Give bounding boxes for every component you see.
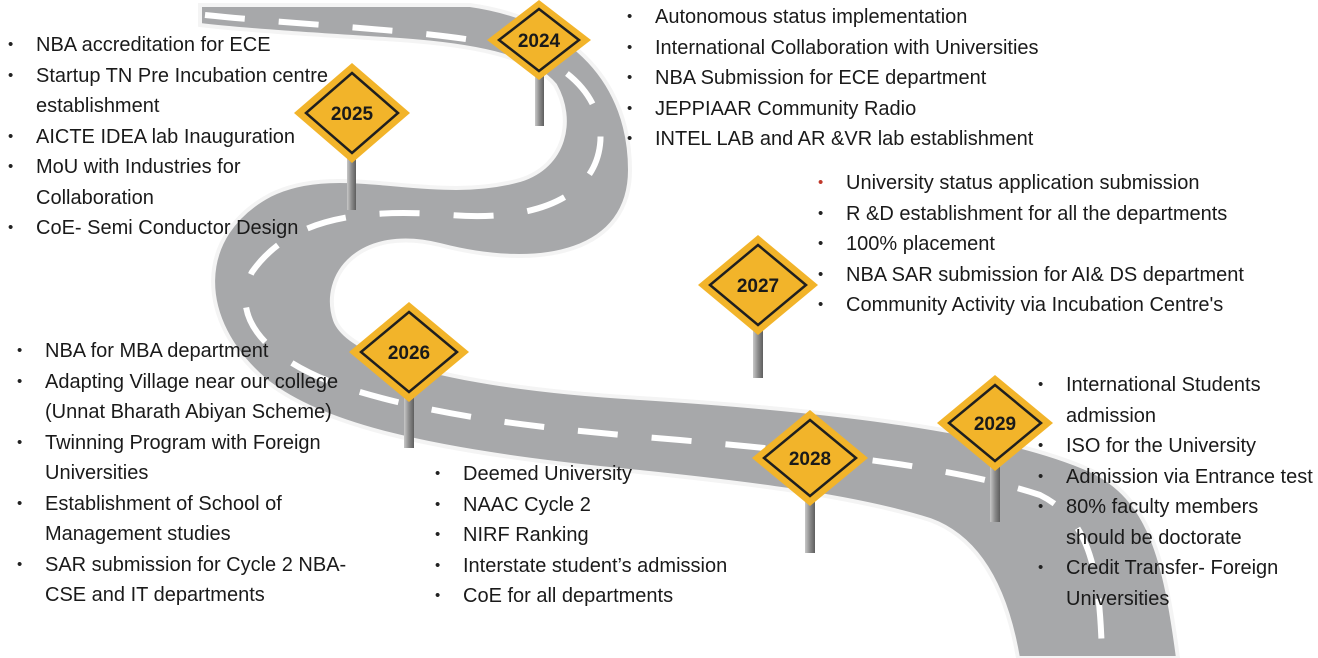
list-item: MoU with Industries for Collaboration bbox=[8, 152, 338, 213]
list-item: University status application submission bbox=[818, 168, 1318, 199]
list-item: Deemed University bbox=[435, 459, 735, 490]
sign-post-2025 bbox=[347, 145, 356, 210]
milestone-list-2028: Deemed University NAAC Cycle 2 NIRF Rank… bbox=[435, 459, 735, 612]
list-item: Establishment of School of Management st… bbox=[17, 489, 387, 550]
milestone-list-2026: NBA for MBA department Adapting Village … bbox=[17, 336, 387, 611]
milestone-list-2025: NBA accreditation for ECE Startup TN Pre… bbox=[8, 30, 338, 244]
list-item: Interstate student’s admission bbox=[435, 551, 735, 582]
year-label-2025: 2025 bbox=[331, 104, 374, 125]
list-item: NBA accreditation for ECE bbox=[8, 30, 338, 61]
sign-post-2028 bbox=[805, 495, 815, 553]
year-sign-2028: 2028 bbox=[752, 410, 868, 506]
list-item: NBA SAR submission for AI& DS department bbox=[818, 260, 1318, 291]
list-item: 100% placement bbox=[818, 229, 1318, 260]
year-label-2028: 2028 bbox=[789, 449, 831, 470]
list-item: International Students admission bbox=[1038, 370, 1313, 431]
list-item: CoE- Semi Conductor Design bbox=[8, 213, 338, 244]
list-item: Community Activity via Incubation Centre… bbox=[818, 290, 1318, 321]
year-label-2029: 2029 bbox=[974, 414, 1016, 435]
list-item: INTEL LAB and AR &VR lab establishment bbox=[627, 124, 1147, 155]
list-item: Credit Transfer- Foreign Universities bbox=[1038, 553, 1313, 614]
list-item: NBA for MBA department bbox=[17, 336, 387, 367]
sign-post-2026 bbox=[404, 388, 414, 448]
sign-post-2029 bbox=[990, 460, 1000, 522]
list-item: 80% faculty members should be doctorate bbox=[1038, 492, 1313, 553]
year-sign-2024: 2024 bbox=[487, 0, 591, 80]
milestone-list-2029: International Students admission ISO for… bbox=[1038, 370, 1313, 614]
list-item: ISO for the University bbox=[1038, 431, 1313, 462]
milestone-list-2024: Autonomous status implementation Interna… bbox=[627, 2, 1147, 155]
sign-post-2027 bbox=[753, 318, 763, 378]
list-item: Admission via Entrance test bbox=[1038, 462, 1313, 493]
list-item: Adapting Village near our college (Unnat… bbox=[17, 367, 387, 428]
list-item: R &D establishment for all the departmen… bbox=[818, 199, 1318, 230]
year-label-2027: 2027 bbox=[737, 276, 779, 297]
year-label-2024: 2024 bbox=[518, 31, 561, 52]
year-label-2026: 2026 bbox=[388, 343, 430, 364]
list-item: CoE for all departments bbox=[435, 581, 735, 612]
year-sign-2029: 2029 bbox=[937, 375, 1053, 471]
list-item: NBA Submission for ECE department bbox=[627, 63, 1147, 94]
list-item: Autonomous status implementation bbox=[627, 2, 1147, 33]
sign-post-2024 bbox=[535, 58, 544, 126]
year-sign-2027: 2027 bbox=[698, 235, 818, 335]
milestone-list-2027: University status application submission… bbox=[818, 168, 1318, 321]
list-item: AICTE IDEA lab Inauguration bbox=[8, 122, 338, 153]
road-surface bbox=[198, 3, 1181, 658]
list-item: Startup TN Pre Incubation centre establi… bbox=[8, 61, 338, 122]
list-item: NIRF Ranking bbox=[435, 520, 735, 551]
list-item: SAR submission for Cycle 2 NBA- CSE and … bbox=[17, 550, 387, 611]
list-item: International Collaboration with Univers… bbox=[627, 33, 1147, 64]
list-item: Twinning Program with Foreign Universiti… bbox=[17, 428, 387, 489]
list-item: NAAC Cycle 2 bbox=[435, 490, 735, 521]
list-item: JEPPIAAR Community Radio bbox=[627, 94, 1147, 125]
